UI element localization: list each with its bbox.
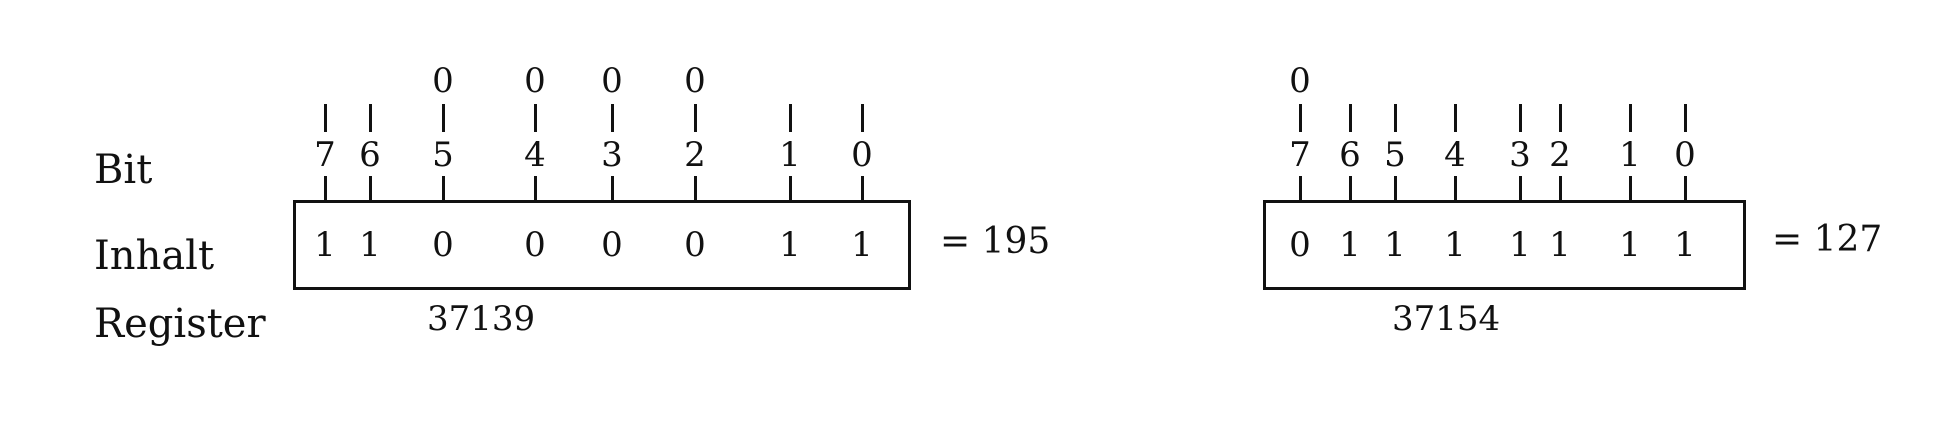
bit-value: 1 — [1444, 225, 1466, 265]
bit-top-value: 0 — [684, 61, 706, 101]
bit-tick-upper — [1299, 104, 1302, 132]
bit-number: 5 — [1384, 135, 1406, 175]
bit-number: 0 — [1674, 135, 1696, 175]
bit-tick-upper — [1559, 104, 1562, 132]
bit-value: 0 — [524, 225, 546, 265]
bit-number: 1 — [779, 135, 801, 175]
bit-value: 1 — [779, 225, 801, 265]
bit-value: 1 — [851, 225, 873, 265]
bit-value: 1 — [314, 225, 336, 265]
bit-value: 1 — [359, 225, 381, 265]
bit-tick-upper — [694, 104, 697, 132]
bit-number: 6 — [359, 135, 381, 175]
bit-tick-lower — [789, 176, 792, 200]
bit-top-value: 0 — [432, 61, 454, 101]
bit-tick-lower — [611, 176, 614, 200]
bit-tick-upper — [324, 104, 327, 132]
bit-value: 1 — [1339, 225, 1361, 265]
bit-tick-upper — [1519, 104, 1522, 132]
bit-tick-lower — [1454, 176, 1457, 200]
register-row-label: Register — [94, 301, 266, 347]
bit-value: 1 — [1509, 225, 1531, 265]
bit-value: 1 — [1549, 225, 1571, 265]
bit-tick-upper — [1629, 104, 1632, 132]
bit-tick-upper — [611, 104, 614, 132]
bit-number: 4 — [1444, 135, 1466, 175]
bit-tick-upper — [861, 104, 864, 132]
register-value-equals: = 195 — [940, 221, 1051, 262]
bit-number: 2 — [1549, 135, 1571, 175]
bit-tick-upper — [1349, 104, 1352, 132]
bit-number: 2 — [684, 135, 706, 175]
register-box — [1263, 200, 1746, 290]
bit-number: 6 — [1339, 135, 1361, 175]
bit-tick-upper — [1394, 104, 1397, 132]
bit-tick-lower — [534, 176, 537, 200]
bit-number: 0 — [851, 135, 873, 175]
bit-tick-lower — [1349, 176, 1352, 200]
bit-tick-lower — [324, 176, 327, 200]
register-box — [293, 200, 911, 290]
bit-value: 1 — [1674, 225, 1696, 265]
bit-number: 3 — [601, 135, 623, 175]
register-address: 37154 — [1392, 299, 1501, 339]
bit-top-value: 0 — [524, 61, 546, 101]
bit-tick-lower — [694, 176, 697, 200]
bit-tick-upper — [1454, 104, 1457, 132]
bit-value: 0 — [1289, 225, 1311, 265]
bit-tick-lower — [1299, 176, 1302, 200]
bit-tick-upper — [369, 104, 372, 132]
bit-tick-upper — [534, 104, 537, 132]
bit-number: 7 — [314, 135, 336, 175]
bit-tick-upper — [1684, 104, 1687, 132]
bit-number: 7 — [1289, 135, 1311, 175]
bit-row-label: Bit — [94, 147, 153, 193]
bit-top-value: 0 — [601, 61, 623, 101]
bit-tick-lower — [369, 176, 372, 200]
bit-tick-lower — [1684, 176, 1687, 200]
bit-tick-lower — [1559, 176, 1562, 200]
bit-value: 0 — [432, 225, 454, 265]
bit-tick-lower — [1394, 176, 1397, 200]
bit-value: 0 — [684, 225, 706, 265]
bit-number: 5 — [432, 135, 454, 175]
bit-number: 1 — [1619, 135, 1641, 175]
bit-tick-lower — [1519, 176, 1522, 200]
bit-top-value: 0 — [1289, 61, 1311, 101]
bit-tick-lower — [1629, 176, 1632, 200]
register-address: 37139 — [427, 299, 536, 339]
bit-number: 4 — [524, 135, 546, 175]
bit-value: 0 — [601, 225, 623, 265]
bit-value: 1 — [1619, 225, 1641, 265]
bit-tick-lower — [861, 176, 864, 200]
bit-tick-upper — [789, 104, 792, 132]
bit-tick-upper — [442, 104, 445, 132]
register-value-equals: = 127 — [1772, 219, 1883, 260]
bit-value: 1 — [1384, 225, 1406, 265]
bit-tick-lower — [442, 176, 445, 200]
bit-number: 3 — [1509, 135, 1531, 175]
inhalt-row-label: Inhalt — [94, 233, 215, 279]
